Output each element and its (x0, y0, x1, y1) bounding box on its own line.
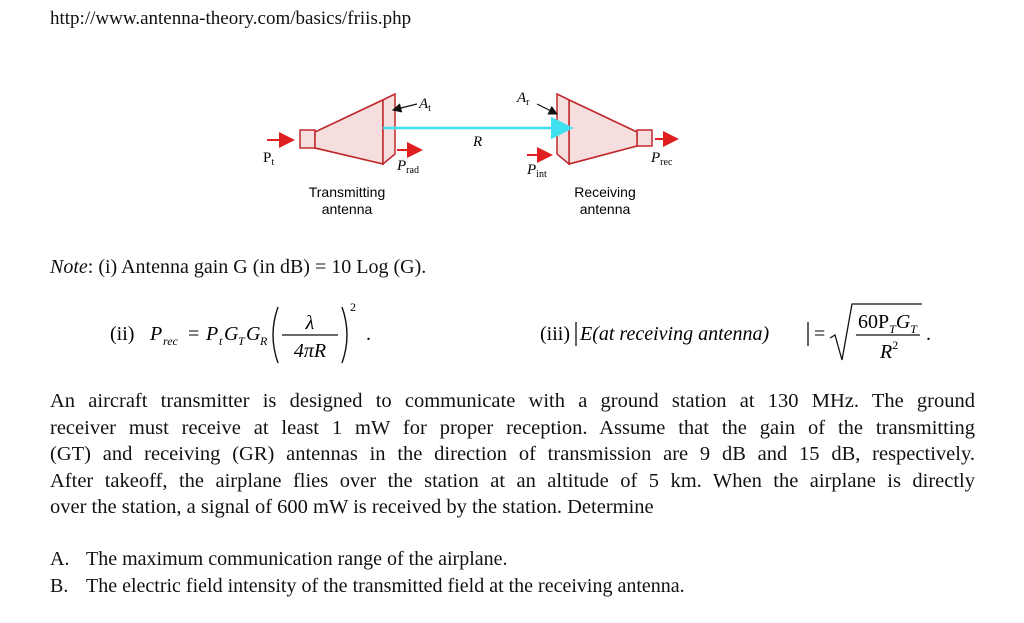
formula-ii-pt: P (205, 323, 218, 345)
formula-iii-num: 60PTGT (858, 311, 918, 336)
formula-ii-pt-sub: t (219, 334, 223, 348)
formula-iii-end: . (926, 323, 931, 345)
formula-ii-lhs: P (149, 323, 162, 345)
tx-label-line1: Transmitting (309, 184, 386, 200)
pint-label: Pint (526, 162, 547, 180)
paragraph-line: After takeoff, the airplane flies over t… (50, 469, 975, 492)
formula-ii: (ii) P rec = P t G T G R λ 4πR 2 . (110, 300, 371, 364)
formula-ii-num: λ (305, 312, 315, 334)
paragraph-line: over the station, a signal of 600 mW is … (50, 496, 654, 518)
formula-ii-g1: G (224, 323, 239, 345)
formula-ii-g2: G (246, 323, 261, 345)
url-text: http://www.antenna-theory.com/basics/fri… (50, 8, 412, 29)
ar-pointer (536, 103, 559, 115)
friis-diagram: Pt Prad Pint Prec At Ar R Transmitting a… (263, 90, 679, 217)
formula-ii-g1-sub: T (238, 334, 246, 348)
question-item-a: A.The maximum communication range of the… (50, 548, 508, 570)
r-label: R (472, 134, 482, 150)
note-line: Note: (i) Antenna gain G (in dB) = 10 Lo… (50, 256, 427, 278)
formula-ii-end: . (366, 323, 371, 345)
formula-ii-label: (ii) (110, 323, 134, 345)
tx-label-line2: antenna (322, 201, 373, 217)
rx-label-line2: antenna (580, 201, 631, 217)
problem-paragraph: An aircraft transmitter is designed to c… (50, 388, 975, 521)
transmitting-antenna-shape (299, 92, 396, 166)
question-item-b: B.The electric field intensity of the tr… (50, 575, 685, 597)
prec-label: Prec (650, 150, 673, 168)
formula-ii-lhs-sub: rec (163, 334, 179, 348)
formula-iii-eq: = (814, 323, 825, 345)
pt-label: Pt (263, 150, 274, 168)
formula-ii-den: 4πR (294, 340, 326, 362)
formula-ii-lparen (272, 306, 279, 364)
ar-label: Ar (516, 90, 530, 108)
formula-iii-den: R2 (879, 338, 898, 363)
formula-ii-rparen (341, 306, 348, 364)
paragraph-line: An aircraft transmitter is designed to c… (50, 390, 975, 412)
formula-ii-g2-sub: R (259, 334, 268, 348)
at-pointer (391, 103, 418, 113)
rx-label-line1: Receiving (574, 184, 635, 200)
formula-iii-sqrt (829, 303, 922, 361)
prad-label: Prad (396, 158, 419, 176)
paragraph-line: (GT) and receiving (GR) antennas in the … (50, 443, 975, 465)
note-label: Note (50, 256, 88, 278)
paragraph-line: receiver must receive at least 1 mW for … (50, 416, 975, 439)
at-label: At (418, 96, 431, 114)
formula-ii-eq: = (188, 323, 199, 345)
formula-iii-label: (iii) (540, 323, 570, 345)
formula-ii-exp: 2 (350, 300, 356, 314)
formula-iii: (iii) E(at receiving antenna) = 60PTGT R… (540, 303, 931, 363)
receiving-antenna-shape (556, 92, 653, 166)
formula-iii-text: E(at receiving antenna) (579, 323, 770, 345)
note-text: (i) Antenna gain G (in dB) = 10 Log (G). (98, 256, 427, 278)
question-items: A.The maximum communication range of the… (50, 546, 685, 600)
